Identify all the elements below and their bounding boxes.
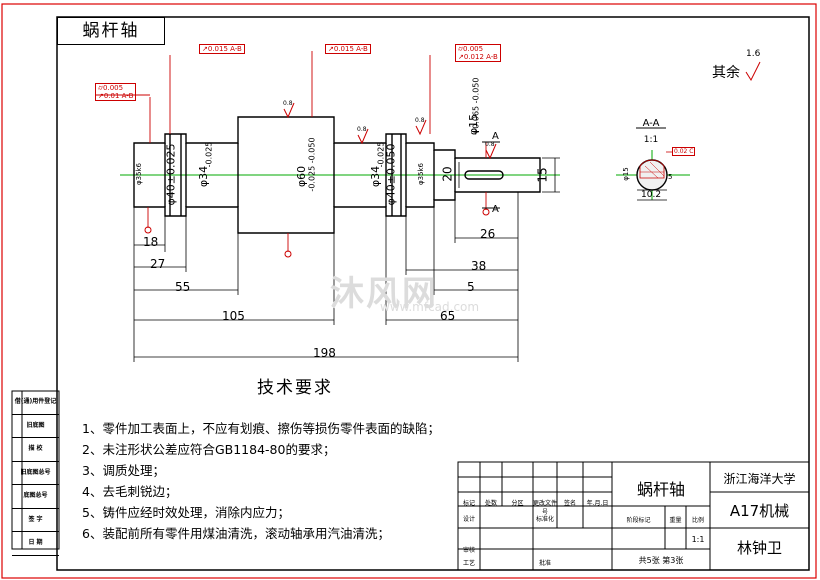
- section-width: 10.2: [641, 190, 662, 200]
- inner-border: [56, 16, 810, 571]
- surface-note-value: 1.6: [746, 49, 761, 59]
- dim-105: 105: [222, 309, 245, 323]
- tech-req-item: 1、零件加工表面上，不应有划痕、擦伤等损伤零件表面的缺陷；: [82, 421, 440, 436]
- dim-18: 18: [143, 235, 159, 249]
- dim-phi34-right: φ34: [369, 165, 383, 188]
- dim-15: 15: [535, 167, 550, 183]
- tech-req-item: 5、铸件应经时效处理，消除内应力；: [82, 505, 290, 520]
- section-view: [616, 127, 690, 201]
- tech-req-title: 技术要求: [257, 378, 333, 398]
- roughness-value: 0.8: [283, 100, 293, 107]
- tb-header: 阶段标记: [626, 517, 651, 524]
- gtol-text: ↗0.012 A-B: [458, 53, 498, 61]
- dim-38: 38: [471, 259, 487, 273]
- side-label: 旧底图总号: [12, 462, 59, 485]
- tb-class: A17机械: [729, 502, 790, 520]
- gtol-text: ↗0.01 A-B: [98, 92, 134, 100]
- tb-header: 重量: [669, 517, 682, 524]
- dim-26: 26: [480, 227, 496, 241]
- gtol-frame-1: ↗0.015 A-B: [199, 44, 245, 54]
- tb-header: 年.月.日: [586, 500, 609, 507]
- gtol-text: ⌭0.005: [458, 45, 484, 53]
- drawing-title: 蜗杆轴: [57, 17, 165, 45]
- dim-phi35-right: φ35k6: [417, 162, 426, 186]
- roughness-symbols: [283, 61, 761, 160]
- side-table: [11, 390, 60, 550]
- section-depth: 5: [668, 173, 673, 181]
- tb-header: 处数: [484, 500, 497, 507]
- tech-req-item: 6、装配前所有零件用煤油清洗，滚动轴承用汽油清洗；: [82, 526, 390, 541]
- tb-header: 批准: [538, 560, 551, 567]
- tb-header: 更改文件号: [533, 500, 558, 516]
- section-diam: φ15: [621, 167, 630, 181]
- side-label: 签 字: [12, 509, 59, 532]
- side-label: 日 期: [12, 532, 59, 556]
- tb-author: 林钟卫: [736, 539, 782, 557]
- section-mark-bottom: A: [492, 204, 499, 215]
- watermark-url: www.mfcad.com: [380, 300, 480, 314]
- dim-phi34-left-tol: -0.025: [204, 141, 214, 168]
- roughness-value: 0.8: [357, 126, 367, 133]
- section-datum: C: [689, 148, 694, 155]
- section-mark-top: A: [492, 131, 499, 142]
- section-title: A-A: [642, 118, 660, 129]
- tb-header: 标准化: [535, 516, 554, 523]
- tech-req-item: 2、未注形状公差应符合GB1184-80的要求；: [82, 442, 336, 457]
- leader-lines: [95, 51, 487, 252]
- dim-20: 20: [440, 166, 455, 182]
- roughness-value: 0.8: [485, 141, 495, 148]
- dim-55: 55: [175, 280, 191, 294]
- dim-phi40-left: φ40±0.025: [164, 143, 178, 206]
- section-tolerance: 0.02 C: [672, 147, 696, 156]
- dimension-lines: [133, 157, 560, 362]
- outer-border: [1, 3, 817, 579]
- tb-header: 审核: [462, 547, 475, 554]
- section-arrows: [482, 141, 500, 209]
- tb-header: 签名: [563, 500, 576, 507]
- gtol-frame-3: ⌭0.005↗0.01 A-B: [95, 83, 137, 101]
- side-label: 借(通)用件登记: [12, 391, 59, 415]
- side-labels: 借(通)用件登记 旧底图 描 校 旧底图总号 底图总号 签 字 日 期: [12, 391, 59, 556]
- side-label: 旧底图: [12, 415, 59, 438]
- gtol-text: ⌭0.005: [98, 84, 124, 92]
- shaft-outline: [133, 116, 541, 234]
- dim-phi35-left: φ35k6: [135, 162, 144, 186]
- tb-header: 设计: [462, 516, 475, 523]
- dim-27: 27: [150, 257, 166, 271]
- surface-note-label: 其余: [712, 65, 740, 81]
- gtol-frame-2: ↗0.015 A-B: [325, 44, 371, 54]
- dim-phi60-tol: -0.025 -0.050: [307, 137, 317, 192]
- section-scale: 1:1: [643, 135, 659, 145]
- tb-university: 浙江海洋大学: [723, 472, 796, 486]
- title-block-grid: [457, 461, 810, 571]
- tb-part-name: 蜗杆轴: [636, 480, 685, 499]
- tech-req-item: 3、调质处理；: [82, 463, 165, 478]
- dim-5: 5: [467, 280, 475, 294]
- dim-phi34-left: φ34: [197, 165, 211, 188]
- dim-65: 65: [440, 309, 456, 323]
- tb-scale: 1:1: [691, 535, 705, 544]
- side-label: 描 校: [12, 438, 59, 462]
- dim-phi40-right: φ40±0.050: [384, 143, 398, 206]
- dim-phi15-tol: +0.065 -0.050: [471, 77, 481, 136]
- tb-header: 工艺: [462, 560, 475, 567]
- datum-markers: [144, 208, 490, 258]
- roughness-value: 0.8: [415, 117, 425, 124]
- tb-sheets: 共5张 第3张: [638, 556, 684, 565]
- tb-header: 分区: [511, 500, 524, 507]
- gtol-frame-4: ⌭0.005↗0.012 A-B: [455, 44, 501, 62]
- section-tol-value: 0.02: [674, 148, 688, 155]
- dim-phi60: φ60: [295, 165, 309, 188]
- watermark: 沐风网: [330, 274, 438, 314]
- dim-198: 198: [313, 346, 336, 360]
- tb-header: 标记: [462, 500, 475, 507]
- tb-header: 比例: [691, 517, 704, 524]
- side-label: 底图总号: [12, 485, 59, 509]
- tech-req-list: 1、零件加工表面上，不应有划痕、擦伤等损伤零件表面的缺陷； 2、未注形状公差应符…: [82, 418, 440, 544]
- tech-req-item: 4、去毛刺锐边；: [82, 484, 178, 499]
